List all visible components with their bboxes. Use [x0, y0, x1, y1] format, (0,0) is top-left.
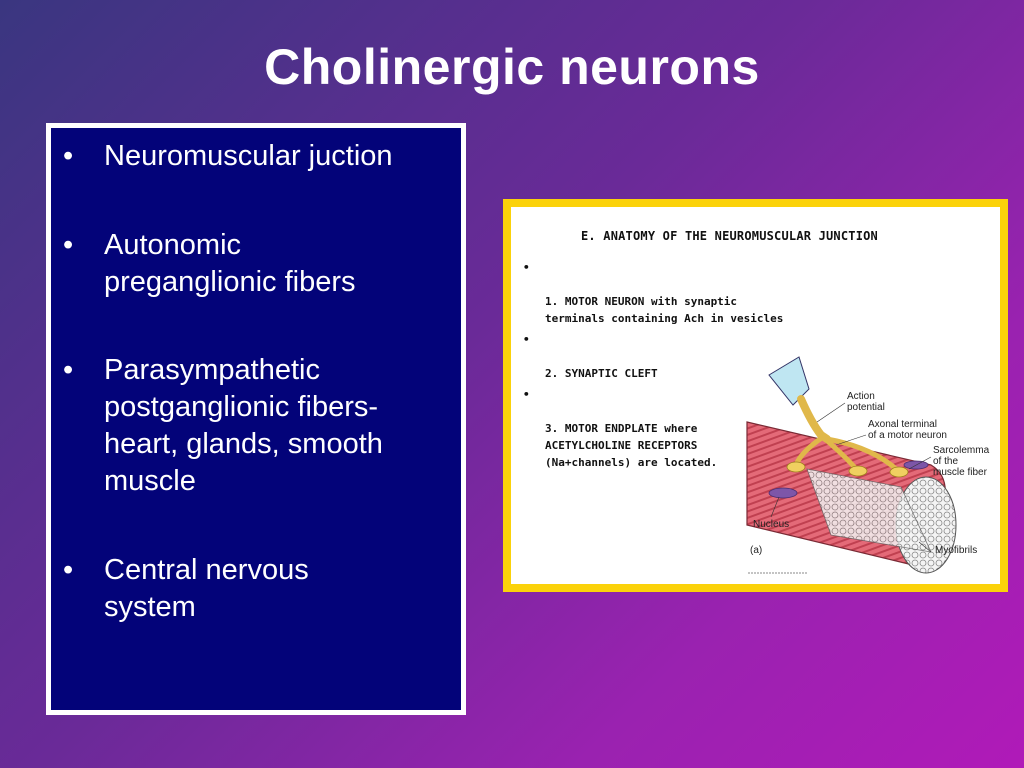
bullet-text: Parasympathetic postganglionic fibers- h…	[104, 354, 383, 497]
bullet-marker: •	[523, 388, 530, 401]
neuron-body-shape	[768, 356, 810, 406]
bullet-text: Central nervous system	[104, 554, 309, 623]
nucleus-label: Nucleus	[753, 519, 790, 530]
bullet-marker: •	[63, 354, 74, 386]
figure-heading: E. ANATOMY OF THE NEUROMUSCULAR JUNCTION	[581, 229, 878, 243]
neuromuscular-junction-figure: E. ANATOMY OF THE NEUROMUSCULAR JUNCTION…	[511, 207, 1000, 584]
bullet-text: Neuromuscular juction	[104, 140, 393, 172]
list-item: • 2. SYNAPTIC CLEFT	[519, 331, 819, 382]
myofibrils-label: Myofibrils	[935, 545, 978, 556]
bullet-marker: •	[63, 554, 74, 586]
slide-title: Cholinergic neurons	[264, 39, 760, 95]
bullet-list-panel: • Neuromuscular juction • Autonomic preg…	[46, 123, 466, 715]
figure-item-text: 2. SYNAPTIC CLEFT	[545, 367, 658, 380]
bullet-text: Autonomic preganglionic fibers	[104, 229, 356, 298]
figure-list: • 1. MOTOR NEURON with synaptic terminal…	[519, 259, 819, 475]
bullet-marker: •	[63, 229, 74, 261]
figure-item-text: 3. MOTOR ENDPLATE where ACETYLCHOLINE RE…	[545, 422, 718, 469]
sarcolemma-label: Sarcolemma of the muscle fiber	[933, 445, 990, 478]
figure-frame: E. ANATOMY OF THE NEUROMUSCULAR JUNCTION…	[503, 199, 1008, 592]
action-potential-label: Action potential	[847, 391, 885, 413]
bullet-marker: •	[523, 333, 530, 346]
bullet-marker: •	[63, 140, 74, 172]
nucleus-shape	[768, 487, 798, 499]
figure-item-text: 1. MOTOR NEURON with synaptic terminals …	[545, 295, 784, 325]
list-item: • 3. MOTOR ENDPLATE where ACETYLCHOLINE …	[519, 386, 819, 471]
panel-label: (a)	[750, 545, 763, 556]
bullet-marker: •	[523, 261, 530, 274]
muscle-fiber-illustration	[746, 356, 957, 574]
list-item: • 1. MOTOR NEURON with synaptic terminal…	[519, 259, 819, 327]
axonal-terminal-label: Axonal terminal of a motor neuron	[868, 419, 947, 441]
